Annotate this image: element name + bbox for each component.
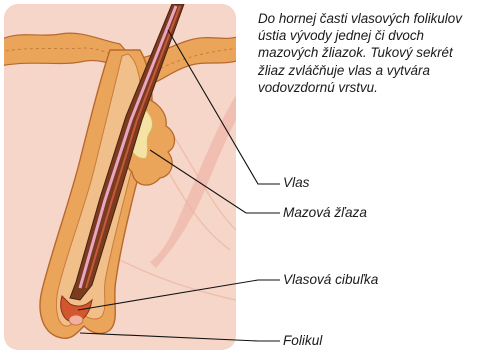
label-sebaceous-gland: Mazová žľaza	[283, 205, 367, 220]
label-follicle: Folikul	[283, 333, 322, 348]
description-text: Do hornej časti vlasových folikulov ústi…	[258, 10, 476, 96]
dermal-papilla	[69, 315, 83, 325]
label-hair: Vlas	[283, 175, 309, 190]
label-hair-bulb: Vlasová cibuľka	[283, 272, 378, 287]
